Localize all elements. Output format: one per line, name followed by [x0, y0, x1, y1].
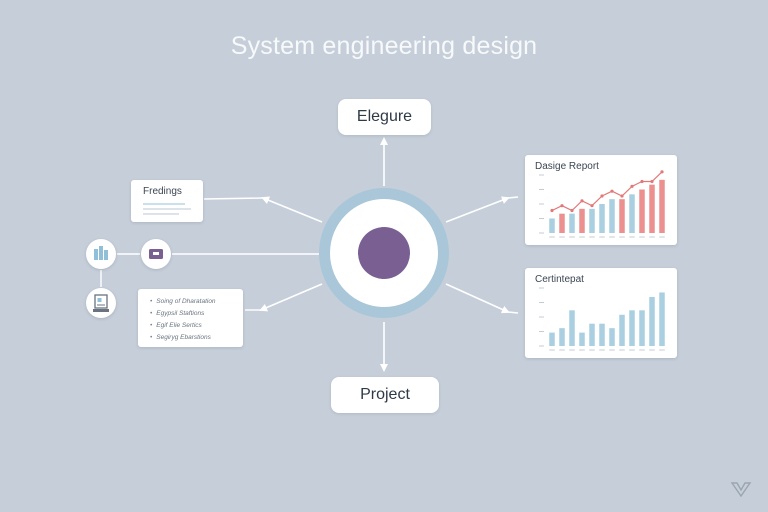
- trend-point: [610, 189, 614, 193]
- monitor-icon-wrap[interactable]: [141, 239, 171, 269]
- bar: [639, 189, 645, 233]
- bar: [559, 213, 565, 233]
- list-items: Soing of Dharatation Egypsil Staftions E…: [150, 296, 216, 344]
- bar: [549, 218, 555, 233]
- bar: [569, 310, 575, 346]
- bar: [559, 328, 565, 346]
- design-report-chart: [539, 170, 665, 238]
- document-icon-wrap[interactable]: [86, 288, 116, 318]
- design-report-title: Dasige Report: [535, 161, 599, 172]
- bar: [609, 328, 615, 346]
- monitor-icon: [149, 249, 163, 259]
- trend-line: [551, 171, 663, 212]
- bar: [659, 292, 665, 346]
- bar: [579, 208, 585, 233]
- link-findings: [203, 197, 264, 200]
- trend-point: [550, 208, 554, 213]
- certificate-chart: [539, 287, 665, 351]
- trend-point: [600, 194, 604, 198]
- certificate-card[interactable]: Certintepat: [525, 268, 677, 358]
- list-item: Soing of Dharatation: [150, 296, 215, 308]
- arrow-to-certificate: [445, 283, 510, 314]
- trend-point: [570, 208, 574, 213]
- page-title: System engineering design: [230, 32, 538, 60]
- document-icon: [93, 294, 109, 312]
- trend-point: [630, 184, 634, 188]
- bar: [659, 179, 665, 233]
- arrow-to-design-report: [445, 196, 510, 223]
- list-card[interactable]: Soing of Dharatation Egypsil Staftions E…: [138, 289, 243, 347]
- bar: [599, 323, 605, 346]
- hub-core: [358, 227, 410, 279]
- bar: [569, 213, 575, 233]
- bar: [549, 332, 555, 346]
- bar: [579, 332, 585, 346]
- node-top-label: Elegure: [356, 108, 413, 125]
- link-design-report: [507, 196, 519, 199]
- bar: [619, 199, 625, 233]
- bar: [589, 323, 595, 346]
- link-certificate: [507, 311, 519, 314]
- list-item: Egypsil Staftions: [150, 308, 216, 320]
- trend-point: [590, 204, 594, 208]
- bar: [589, 208, 595, 233]
- bar: [639, 310, 645, 346]
- trend-point: [620, 194, 624, 198]
- bar: [649, 184, 655, 233]
- node-bottom-label: Project: [360, 386, 410, 403]
- trend-point: [640, 179, 644, 184]
- bar: [609, 199, 615, 233]
- trend-point: [660, 170, 664, 174]
- node-bottom[interactable]: Project: [331, 377, 439, 413]
- node-top[interactable]: Elegure: [338, 99, 431, 135]
- certificate-title: Certintepat: [535, 274, 584, 285]
- findings-card[interactable]: Fredings: [131, 180, 203, 222]
- trend-point: [560, 204, 564, 208]
- trend-point: [650, 179, 654, 184]
- arrow-to-findings: [261, 196, 323, 223]
- bar: [649, 296, 655, 346]
- findings-title: Fredings: [143, 186, 182, 197]
- list-item: Segiryg Ebarstions: [150, 332, 216, 344]
- trend-point: [580, 199, 584, 203]
- bar: [629, 194, 635, 233]
- list-item: Egif Elie Sertics: [150, 320, 216, 332]
- findings-text-lines: [143, 203, 191, 215]
- bar: [619, 314, 625, 346]
- building-icon: [94, 246, 108, 260]
- design-report-card[interactable]: Dasige Report: [525, 155, 677, 245]
- logo-mark-icon: [730, 482, 752, 498]
- bar: [629, 310, 635, 346]
- building-icon-wrap[interactable]: [86, 239, 116, 269]
- arrow-to-list: [259, 283, 323, 312]
- bar: [599, 204, 605, 233]
